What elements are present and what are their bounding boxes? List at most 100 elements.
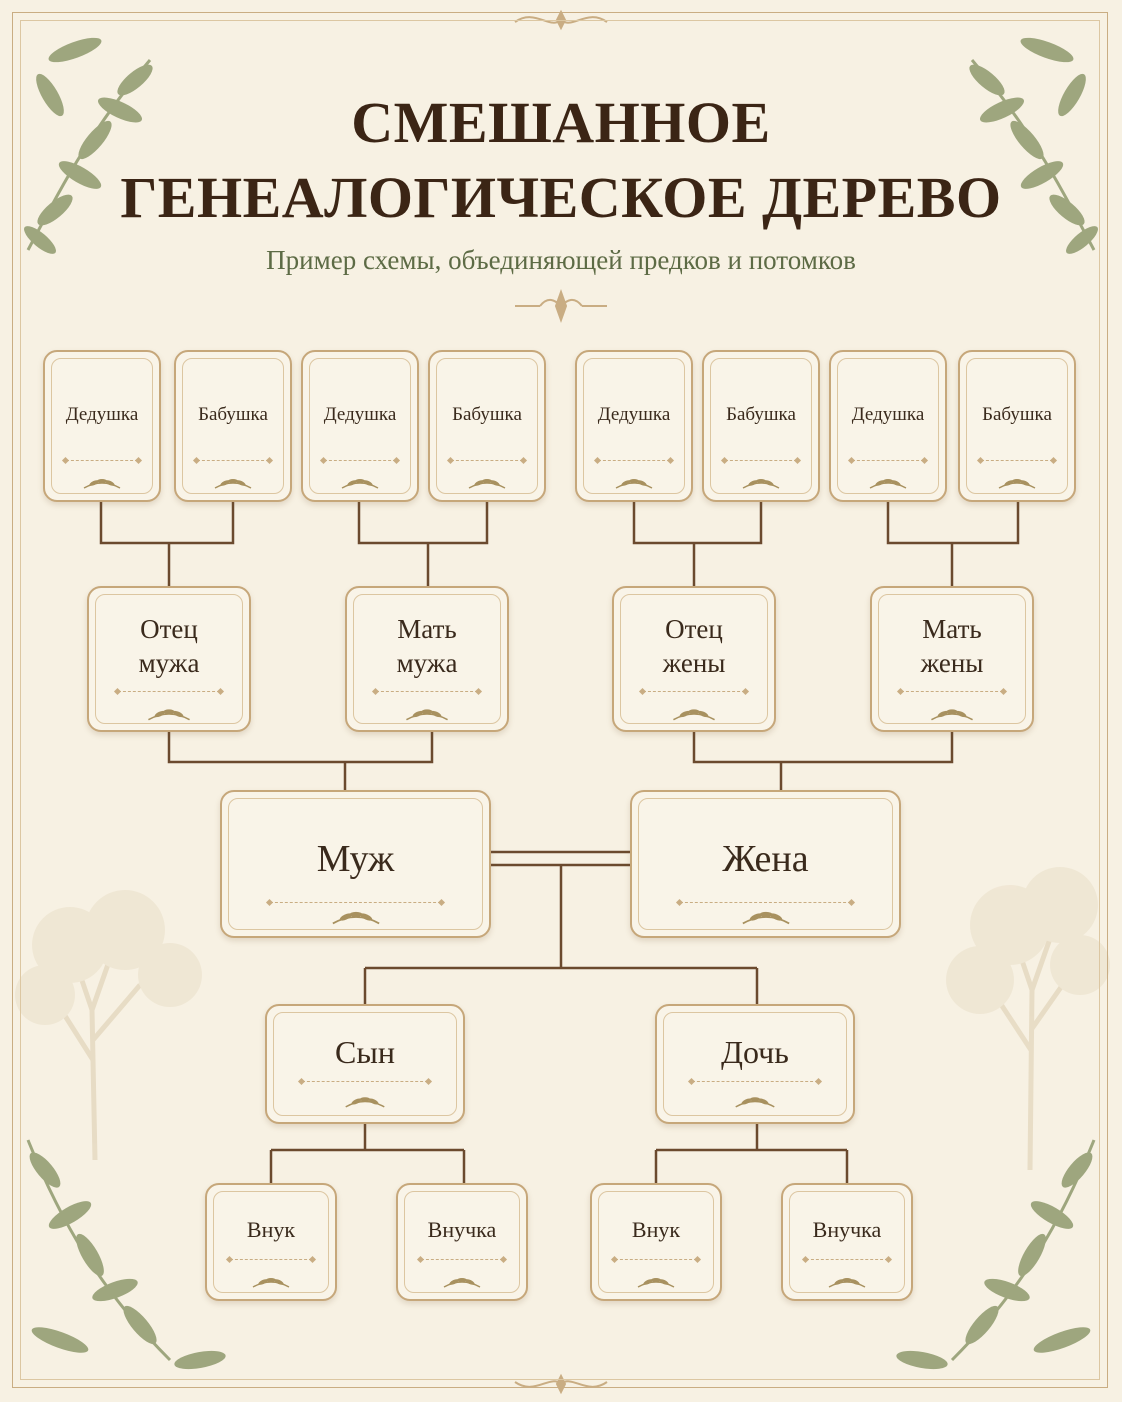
laurel-sprig-icon	[742, 479, 780, 489]
laurel-sprig-icon	[443, 1278, 481, 1288]
card-label: Дедушка	[597, 404, 671, 425]
page-subtitle: Пример схемы, объединяющей предков и пот…	[266, 245, 856, 275]
grandfather-card[interactable]: Дедушка	[43, 350, 161, 502]
ornament-line	[421, 1259, 503, 1260]
faded-tree-left-icon	[15, 890, 202, 1161]
laurel-sprig-icon	[214, 479, 252, 489]
card-label: Дочь	[721, 1034, 789, 1070]
husband-mother-card[interactable]: Мать мужа	[345, 586, 509, 732]
connector-husband-father	[99, 502, 235, 586]
ornament-line	[323, 460, 397, 461]
card-label: Отец жены	[614, 612, 774, 680]
laurel-bottom-left-icon	[26, 1139, 226, 1370]
husband-father-card[interactable]: Отец мужа	[87, 586, 251, 732]
laurel-sprig-icon	[345, 1097, 385, 1108]
grandfather-card[interactable]: Дедушка	[301, 350, 419, 502]
ornament-line	[900, 691, 1004, 692]
connector-wife-father	[632, 502, 763, 586]
card-label: Жена	[722, 838, 809, 880]
laurel-bottom-right-icon	[896, 1139, 1096, 1370]
grandfather-card[interactable]: Дедушка	[829, 350, 947, 502]
card-label: Дедушка	[323, 404, 397, 425]
laurel-sprig-icon	[406, 709, 448, 721]
grandmother-card[interactable]: Бабушка	[958, 350, 1076, 502]
ornament-line	[680, 902, 851, 903]
laurel-sprig-icon	[615, 479, 653, 489]
faded-tree-right-icon	[946, 867, 1110, 1171]
ornament-line	[117, 691, 221, 692]
laurel-sprig-icon	[341, 479, 379, 489]
card-label: Внучка	[427, 1217, 497, 1242]
laurel-sprig-icon	[998, 479, 1036, 489]
grandfather-card[interactable]: Дедушка	[575, 350, 693, 502]
ornament-line	[980, 460, 1054, 461]
laurel-sprig-icon	[637, 1278, 675, 1288]
marriage-line	[491, 850, 630, 867]
bottom-flourish-icon	[514, 1373, 608, 1395]
card-label: Бабушка	[982, 404, 1052, 425]
connector-husband-parents	[167, 732, 434, 790]
card-label-line-1: Мать	[397, 614, 457, 644]
grandmother-card[interactable]: Бабушка	[702, 350, 820, 502]
page-title-line-1: СМЕШАННОЕ	[351, 90, 771, 155]
grandmother-card[interactable]: Бабушка	[174, 350, 292, 502]
card-label: Внучка	[812, 1217, 882, 1242]
ornament-line	[450, 460, 524, 461]
laurel-sprig-icon	[252, 1278, 290, 1288]
ornament-line	[692, 1081, 818, 1082]
ornament-line	[375, 691, 479, 692]
connector-daughter-children	[654, 1124, 849, 1183]
son-card[interactable]: Сын	[265, 1004, 465, 1124]
granddaughter-card[interactable]: Внучка	[396, 1183, 528, 1301]
card-label-line-1: Мать	[922, 614, 982, 644]
granddaughter-card[interactable]: Внучка	[781, 1183, 913, 1301]
card-label-line-2: мужа	[138, 648, 200, 678]
grandmother-card[interactable]: Бабушка	[428, 350, 546, 502]
card-label: Бабушка	[198, 404, 268, 425]
card-label: Внук	[631, 1217, 681, 1242]
divider-flourish-icon	[515, 289, 607, 323]
ornament-line	[851, 460, 925, 461]
ornament-line	[597, 460, 671, 461]
grandson-card[interactable]: Внук	[590, 1183, 722, 1301]
ornament-line	[806, 1259, 888, 1260]
card-label: Сын	[335, 1034, 395, 1070]
card-label-line-2: мужа	[396, 648, 458, 678]
laurel-sprig-icon	[148, 709, 190, 721]
ornament-line	[642, 691, 746, 692]
laurel-sprig-icon	[931, 709, 973, 721]
card-label: Бабушка	[726, 404, 796, 425]
wife-father-card[interactable]: Отец жены	[612, 586, 776, 732]
ornament-line	[65, 460, 139, 461]
card-label: Дедушка	[65, 404, 139, 425]
laurel-sprig-icon	[673, 709, 715, 721]
laurel-sprig-icon	[83, 479, 121, 489]
ornament-line	[196, 460, 270, 461]
card-label: Дедушка	[851, 404, 925, 425]
card-label: Муж	[316, 838, 395, 880]
wife-card[interactable]: Жена	[630, 790, 901, 938]
card-label-line-1: Отец	[140, 614, 198, 644]
ornament-line	[724, 460, 798, 461]
card-label-line-2: жены	[662, 648, 726, 678]
connector-husband-mother	[357, 502, 489, 586]
laurel-sprig-icon	[869, 479, 907, 489]
laurel-sprig-icon	[468, 479, 506, 489]
page-title-line-2: ГЕНЕАЛОГИЧЕСКОЕ ДЕРЕВО	[120, 165, 1002, 230]
ornament-line	[302, 1081, 428, 1082]
daughter-card[interactable]: Дочь	[655, 1004, 855, 1124]
husband-card[interactable]: Муж	[220, 790, 491, 938]
connector-wife-parents	[692, 732, 954, 790]
laurel-sprig-icon	[741, 911, 790, 925]
grandson-card[interactable]: Внук	[205, 1183, 337, 1301]
card-label: Отец мужа	[89, 612, 249, 680]
ornament-line	[615, 1259, 697, 1260]
laurel-sprig-icon	[828, 1278, 866, 1288]
ornament-line	[270, 902, 441, 903]
laurel-sprig-icon	[735, 1097, 775, 1108]
card-label-line-1: Отец	[665, 614, 723, 644]
connector-son-children	[269, 1124, 466, 1183]
